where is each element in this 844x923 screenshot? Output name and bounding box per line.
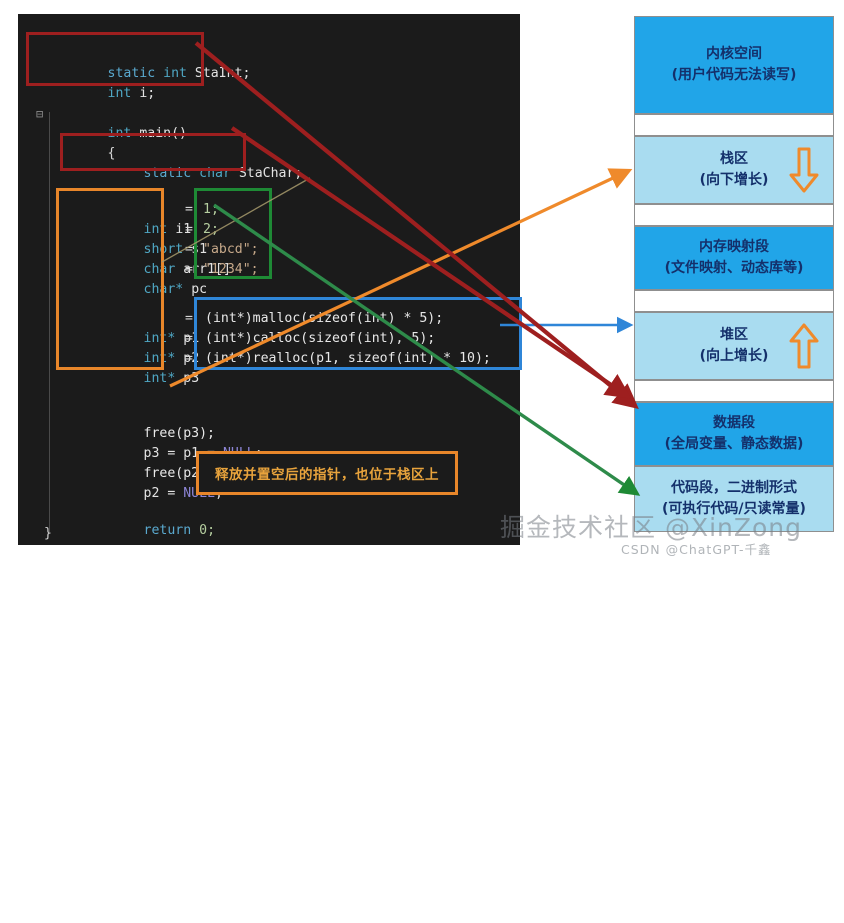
code-token: p3 [183,371,200,387]
code-token: = [185,222,193,237]
memory-block-data: 数据段 (全局变量、静态数据) [634,402,834,466]
stack-variables-box [56,188,164,370]
memory-block-title: 代码段，二进制形式 [671,480,797,496]
code-token: i; [139,86,156,102]
code-token: int [107,86,132,102]
code-token: static [107,66,156,82]
growth-up-arrow-icon [789,323,819,369]
memory-block-title: 栈区 [720,151,748,167]
memory-block-gap3 [634,290,834,312]
code-token: int [163,66,187,82]
code-token: pc [191,282,208,298]
code-token: = [185,311,193,326]
globals-static-box [26,32,204,86]
memory-block-title: 堆区 [720,327,748,343]
watermark-main: 掘金技术社区 @XinZong [500,513,803,542]
memory-block-subtitle: (可执行代码/只读常量) [662,501,806,517]
heap-alloc-box [194,297,522,370]
memory-block-subtitle: (用户代码无法读写) [671,67,797,83]
code-token: = [185,202,193,217]
code-token: int* [143,331,176,347]
string-literals-box [194,188,272,279]
code-token: } [44,526,52,541]
code-token: StaChar; [238,166,303,182]
memory-layout-diagram: 内核空间 (用户代码无法读写) 栈区 (向下增长) 内存映射段 (文件映射、动态库等) 堆区… [634,16,834,532]
code-token: return [143,523,192,539]
code-editor-panel[interactable]: static int StaInt; int i; ⊟ int main() {… [18,14,522,545]
memory-block-kernel: 内核空间 (用户代码无法读写) [634,16,834,114]
code-fold-guide [49,112,50,532]
memory-block-title: 内存映射段 [699,239,769,255]
memory-block-gap2 [634,204,834,226]
annotation-note: 释放并置空后的指针，也位于栈区上 [196,451,458,495]
code-token: free(p3); [143,426,215,442]
code-token: { [107,146,116,162]
memory-block-gap4 [634,380,834,402]
memory-block-subtitle: (文件映射、动态库等) [664,260,804,276]
growth-down-arrow-icon [789,147,819,193]
memory-block-subtitle: (全局变量、静态数据) [664,436,804,452]
memory-block-stack: 栈区 (向下增长) [634,136,834,204]
screenshot-root: static int StaInt; int i; ⊟ int main() {… [18,14,834,557]
code-token: p2 = [143,486,184,502]
code-token: int* [143,351,176,367]
code-fold-marker[interactable]: ⊟ [36,107,44,121]
code-token: int* [143,371,176,387]
memory-block-subtitle: (向上增长) [699,348,769,364]
code-token: = [185,262,193,277]
memory-block-title: 数据段 [713,415,755,431]
code-token: char [143,262,176,278]
code-token: = [185,351,193,366]
code-token: 0; [199,523,216,539]
memory-block-heap: 堆区 (向上增长) [634,312,834,380]
code-token: = [185,242,193,257]
memory-block-gap1 [634,114,834,136]
memory-block-mmap: 内存映射段 (文件映射、动态库等) [634,226,834,290]
code-token: = [185,331,193,346]
watermark-sub: CSDN @ChatGPT-千鑫 [621,542,772,557]
memory-block-text: 代码段，二进制形式 (可执行代码/只读常量) [634,466,834,532]
memory-block-subtitle: (向下增长) [699,172,769,188]
memory-block-title: 内核空间 [706,46,762,62]
static-local-box [60,133,246,171]
